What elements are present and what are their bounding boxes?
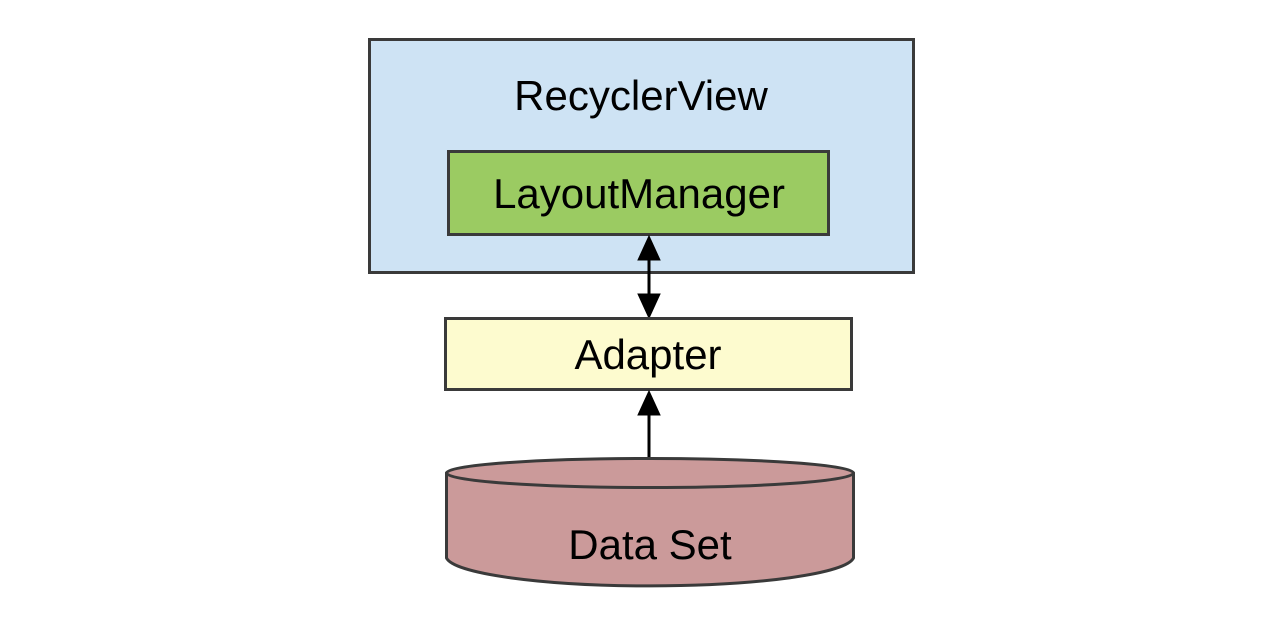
arrowhead-up-icon bbox=[637, 234, 661, 261]
adapter-label: Adapter bbox=[574, 331, 721, 378]
dataset-cylinder-body[interactable] bbox=[445, 471, 855, 588]
node-adapter[interactable]: Adapter bbox=[444, 317, 853, 391]
layoutmanager-label: LayoutManager bbox=[493, 170, 785, 217]
node-layoutmanager[interactable]: LayoutManager bbox=[447, 150, 830, 236]
node-dataset[interactable]: Data Set bbox=[445, 457, 855, 588]
layoutmanager-box[interactable] bbox=[447, 150, 830, 236]
connector-layoutmanager-adapter bbox=[637, 234, 661, 320]
dataset-label: Data Set bbox=[568, 521, 732, 568]
recyclerview-label: RecyclerView bbox=[514, 72, 768, 119]
arrowhead-down-icon bbox=[637, 293, 661, 320]
adapter-box[interactable] bbox=[444, 317, 853, 391]
dataset-cylinder-top[interactable] bbox=[445, 457, 855, 489]
arrowhead-up-icon bbox=[637, 389, 661, 416]
